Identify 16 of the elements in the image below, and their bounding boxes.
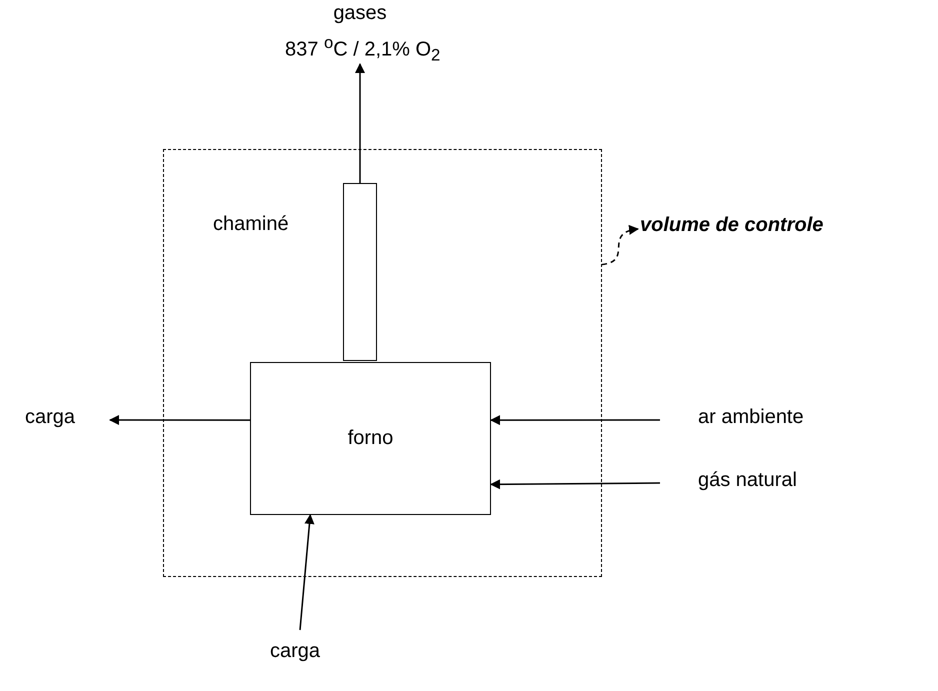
stream-label: carga [270, 640, 320, 663]
furnace-box: forno [250, 362, 491, 515]
stream-label: carga [25, 406, 76, 429]
part-label: chaminé [213, 213, 289, 236]
stream-label: gás natural [698, 469, 797, 492]
stream-label: gases [333, 2, 387, 25]
annotation-label: volume de controle [640, 214, 824, 237]
stream-label: ar ambiente [698, 406, 804, 429]
flow-arrow [299, 514, 314, 630]
control-volume-boundary [163, 149, 602, 577]
flow-arrow [109, 415, 250, 425]
flow-arrow [355, 63, 365, 183]
leader-line [602, 226, 639, 266]
flow-arrow [490, 415, 660, 426]
flow-arrow [490, 479, 660, 490]
stream-label: 837 $^{o}$C / 2,1% O$_{2}$ [285, 33, 440, 66]
